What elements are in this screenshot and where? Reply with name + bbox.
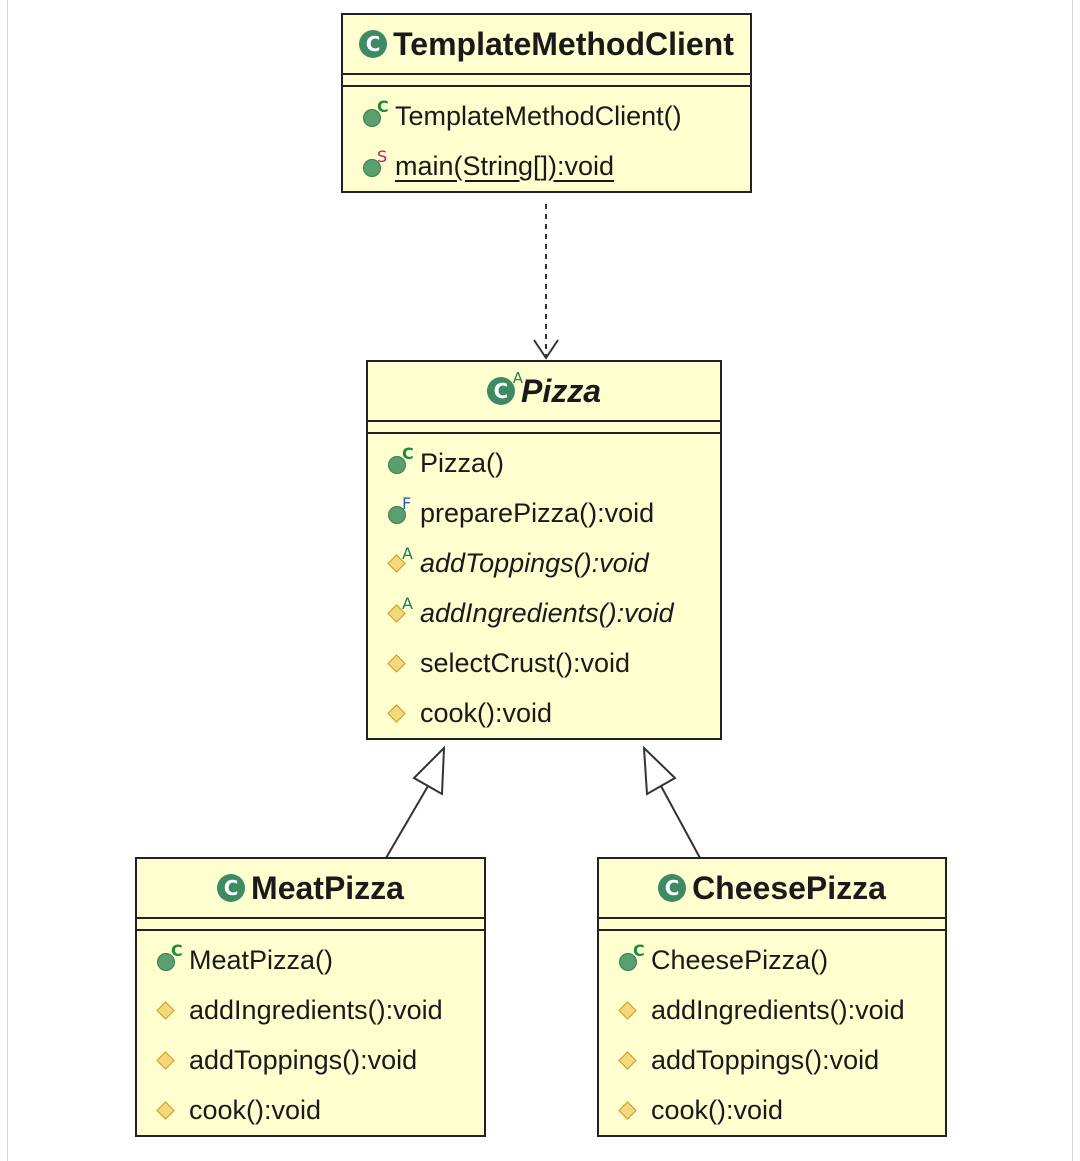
operation-signature: addToppings():void: [420, 547, 649, 578]
operation-item[interactable]: S main(String[]):void: [361, 141, 750, 191]
operation-signature: addToppings():void: [189, 1044, 418, 1075]
operation-item[interactable]: addIngredients():void: [617, 985, 945, 1035]
operation-item[interactable]: C CheesePizza(): [617, 935, 945, 985]
operation-signature: Pizza(): [420, 447, 505, 478]
class-name: CheesePizza: [692, 869, 886, 906]
public-constructor-icon: C: [361, 97, 393, 131]
operation-item[interactable]: addToppings():void: [155, 1035, 484, 1085]
operation-signature: preparePizza():void: [420, 497, 655, 528]
operation-signature: addIngredients():void: [420, 597, 674, 628]
operation-item[interactable]: C Pizza(): [386, 438, 720, 488]
frame-left-border: [7, 0, 8, 1161]
attributes-compartment: [343, 75, 750, 87]
attributes-compartment: [368, 422, 720, 434]
protected-method-icon: [155, 1095, 187, 1125]
dependency-arrowhead: [533, 339, 559, 360]
operation-item[interactable]: C TemplateMethodClient(): [361, 91, 750, 141]
operation-signature: addIngredients():void: [651, 994, 905, 1025]
operation-signature: addToppings():void: [651, 1044, 880, 1075]
operation-item[interactable]: cook():void: [617, 1085, 945, 1135]
protected-method-icon: [386, 698, 418, 728]
class-templatemethodclient[interactable]: C TemplateMethodClient C TemplateMethodC…: [341, 13, 752, 193]
operation-item[interactable]: A addIngredients():void: [386, 588, 720, 638]
meatpizza-generalization-arrowhead: [412, 745, 446, 796]
operation-signature: cook():void: [420, 697, 553, 728]
operations-compartment: C Pizza() F preparePizza():void A addTop…: [368, 434, 720, 738]
attributes-compartment: [599, 919, 945, 931]
operation-item[interactable]: selectCrust():void: [386, 638, 720, 688]
operation-signature: CheesePizza(): [651, 944, 829, 975]
operations-compartment: C TemplateMethodClient() S main(String[]…: [343, 87, 750, 191]
public-static-method-icon: S: [361, 147, 393, 181]
operation-item[interactable]: addIngredients():void: [155, 985, 484, 1035]
public-constructor-icon: C: [617, 941, 649, 975]
protected-method-icon: [617, 995, 649, 1025]
protected-method-icon: [617, 1095, 649, 1125]
operation-signature: TemplateMethodClient(): [395, 100, 682, 131]
class-header: C CheesePizza: [599, 859, 945, 919]
protected-abstract-method-icon: A: [386, 544, 418, 578]
protected-method-icon: [617, 1045, 649, 1075]
public-constructor-icon: C: [386, 444, 418, 478]
operation-item[interactable]: addToppings():void: [617, 1035, 945, 1085]
operation-signature: MeatPizza(): [189, 944, 334, 975]
class-icon: C: [359, 30, 388, 58]
protected-abstract-method-icon: A: [386, 594, 418, 628]
operation-item[interactable]: cook():void: [155, 1085, 484, 1135]
operation-item[interactable]: cook():void: [386, 688, 720, 738]
operation-signature: selectCrust():void: [420, 647, 631, 678]
class-cheesepizza[interactable]: C CheesePizza C CheesePizza() addIngredi…: [597, 857, 947, 1137]
class-name: TemplateMethodClient: [393, 25, 734, 62]
meatpizza-generalization-line: [385, 785, 429, 859]
operation-signature: main(String[]):void: [395, 150, 615, 181]
class-header: C MeatPizza: [137, 859, 484, 919]
operations-compartment: C CheesePizza() addIngredients():void ad…: [599, 931, 945, 1135]
class-meatpizza[interactable]: C MeatPizza C MeatPizza() addIngredients…: [135, 857, 486, 1137]
operation-signature: addIngredients():void: [189, 994, 443, 1025]
class-header: C TemplateMethodClient: [343, 15, 750, 75]
operations-compartment: C MeatPizza() addIngredients():void addT…: [137, 931, 484, 1135]
public-constructor-icon: C: [155, 941, 187, 975]
attributes-compartment: [137, 919, 484, 931]
class-icon: C: [658, 874, 687, 902]
class-name: MeatPizza: [251, 869, 404, 906]
cheesepizza-generalization-arrowhead: [642, 745, 677, 796]
class-name: Pizza: [520, 372, 602, 409]
operation-item[interactable]: F preparePizza():void: [386, 488, 720, 538]
operation-signature: cook():void: [651, 1094, 784, 1125]
class-icon: C: [217, 874, 246, 902]
cheesepizza-generalization-line: [660, 785, 701, 859]
protected-method-icon: [386, 648, 418, 678]
protected-method-icon: [155, 1045, 187, 1075]
protected-method-icon: [155, 995, 187, 1025]
operation-item[interactable]: C MeatPizza(): [155, 935, 484, 985]
frame-right-border: [1072, 0, 1073, 1161]
operation-item[interactable]: A addToppings():void: [386, 538, 720, 588]
operation-signature: cook():void: [189, 1094, 322, 1125]
public-final-method-icon: F: [386, 494, 418, 528]
